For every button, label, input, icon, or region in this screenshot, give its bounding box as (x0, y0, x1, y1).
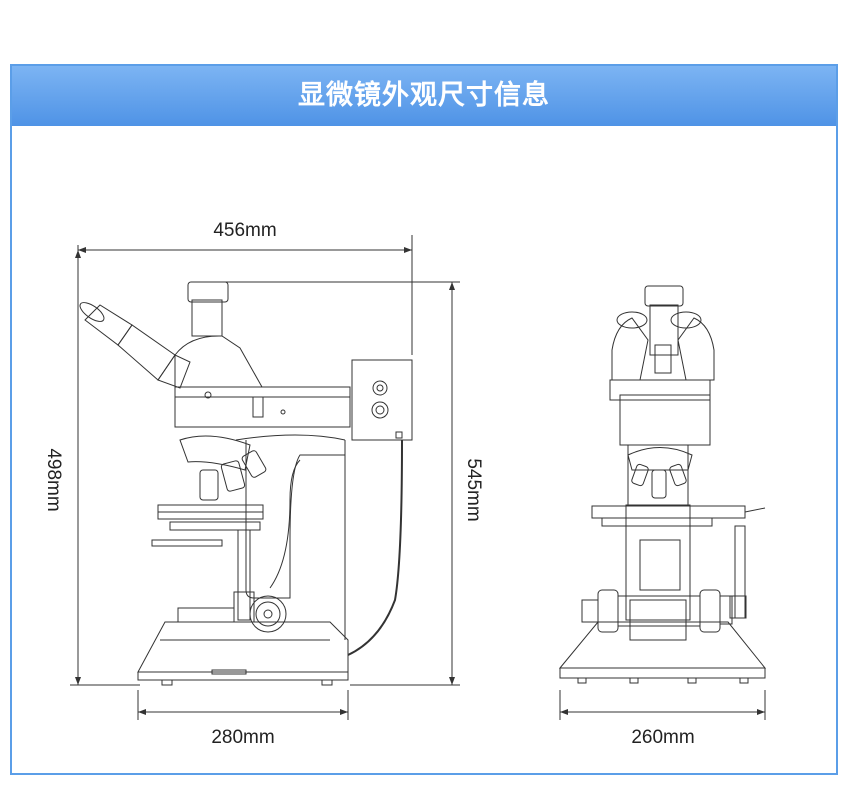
label-side-height: 498mm (43, 448, 64, 511)
dimension-lines (70, 235, 766, 720)
info-panel: 显微镜外观尺寸信息 (10, 64, 838, 775)
label-side-base-width: 280mm (211, 727, 274, 748)
side-view-microscope (79, 281, 413, 686)
label-front-base-width: 260mm (631, 727, 694, 748)
label-side-width: 456mm (213, 220, 276, 241)
label-total-height: 545mm (463, 458, 484, 521)
front-view-microscope (558, 285, 767, 684)
page-title: 显微镜外观尺寸信息 (12, 66, 836, 126)
